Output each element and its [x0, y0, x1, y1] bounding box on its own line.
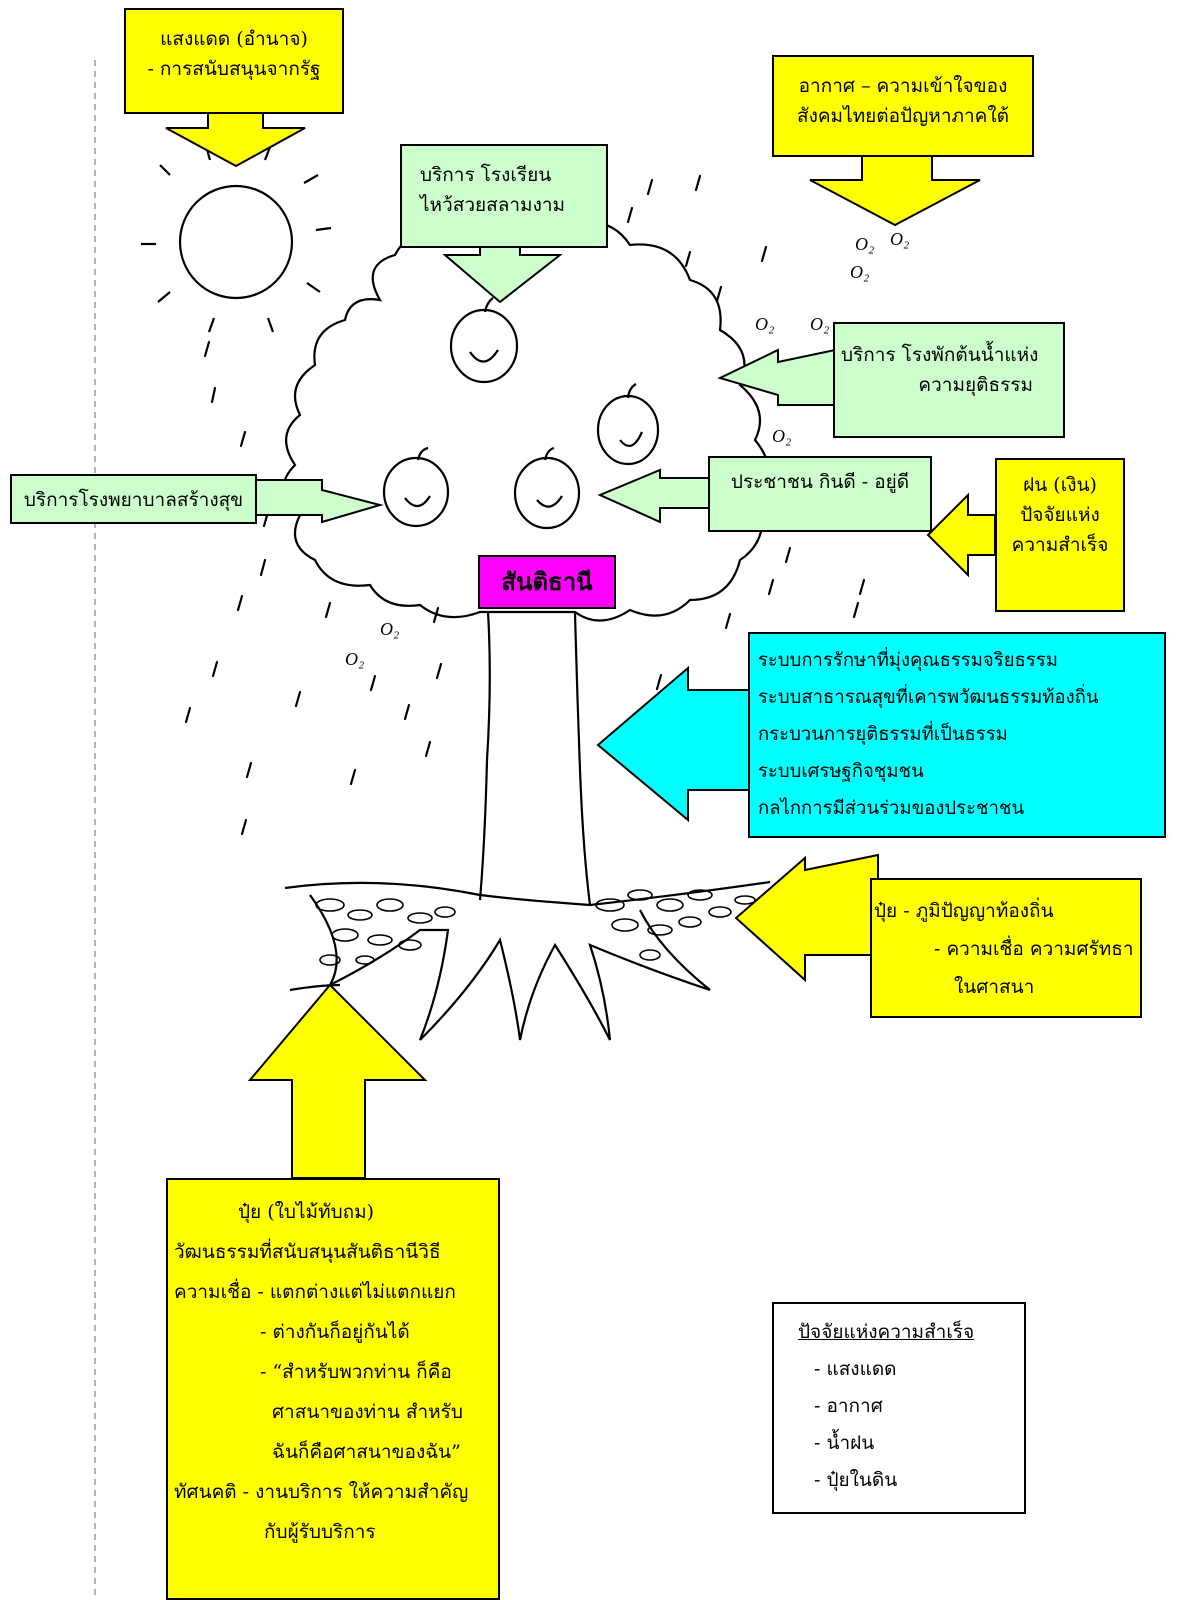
callout-line: ฝน (เงิน) — [1023, 474, 1097, 496]
success-factors-box: ปัจจัยแห่งความสำเร็จ - แสงแดด - อากาศ - … — [772, 1302, 1026, 1514]
callout-line: ไหว้สวยสลามงาม — [420, 194, 566, 216]
systems-callout: ระบบการรักษาที่มุ่งคุณธรรมจริยธรรม ระบบส… — [748, 632, 1166, 838]
fertilizer-right-callout: ปุ๋ย - ภูมิปัญญาท้องถิ่น - ความเชื่อ ควา… — [870, 878, 1142, 1018]
callout-line: - ความเชื่อ ความศรัทธา — [934, 938, 1134, 960]
callout-line: ฉันก็คือศาสนาของฉัน” — [272, 1441, 461, 1463]
arrow-fertilizer-right — [734, 853, 879, 983]
rest-house-callout: บริการ โรงพักต้นน้ำแห่ง ความยุติธรรม — [833, 322, 1065, 438]
success-item: - น้ำฝน — [814, 1432, 875, 1454]
arrow-rest-house — [717, 348, 836, 406]
callout-line: - “สำหรับพวกท่าน ก็คือ — [260, 1361, 452, 1383]
oxygen-symbols: O₂ O₂ O₂ O₂ O₂ O₂ O₂ O₂ — [345, 229, 909, 669]
oxygen-symbol: O₂ — [380, 619, 399, 639]
arrow-sunlight — [165, 111, 306, 168]
oxygen-symbol: O₂ — [850, 262, 869, 282]
success-item: - อากาศ — [814, 1395, 883, 1417]
hospital-callout: บริการโรงพยาบาลสร้างสุข — [10, 474, 257, 524]
callout-line: บริการ โรงเรียน — [420, 164, 552, 186]
oxygen-symbol: O₂ — [772, 426, 791, 446]
callout-line: ระบบเศรษฐกิจชุมชน — [758, 761, 924, 782]
callout-line: ศาสนาของท่าน สำหรับ — [272, 1401, 463, 1423]
callout-line: บริการ โรงพักต้นน้ำแห่ง — [841, 344, 1039, 366]
tree-roots — [284, 880, 771, 1041]
fertilizer-bottom-callout: ปุ๋ย (ใบไม้ทับถม) วัฒนธรรมที่สนับสนุนสัน… — [166, 1178, 500, 1600]
callout-line: ระบบสาธารณสุขที่เคารพวัฒนธรรมท้องถิ่น — [758, 687, 1099, 708]
title-text: สันติธานี — [501, 567, 593, 596]
callout-line: ความยุติธรรม — [918, 374, 1033, 396]
callout-line: อากาศ – ความเข้าใจของ — [798, 75, 1008, 97]
callout-line: ปุ๋ย (ใบไม้ทับถม) — [238, 1201, 375, 1223]
arrow-school — [442, 244, 563, 304]
callout-line: ความสำเร็จ — [1011, 534, 1109, 556]
callout-line: แสงแดด (อำนาจ) — [160, 28, 308, 50]
sunlight-callout: แสงแดด (อำนาจ) - การสนับสนุนจากรัฐ — [124, 8, 344, 114]
callout-line: ระบบการรักษาที่มุ่งคุณธรรมจริยธรรม — [758, 650, 1058, 671]
school-callout: บริการ โรงเรียน ไหว้สวยสลามงาม — [400, 144, 608, 248]
callout-line: ทัศนคติ - งานบริการ ให้ความสำคัญ — [174, 1481, 469, 1503]
callout-line: ในศาสนา — [954, 976, 1035, 998]
success-heading: ปัจจัยแห่งความสำเร็จ — [798, 1321, 975, 1343]
oxygen-symbol: O₂ — [810, 314, 829, 334]
callout-line: บริการโรงพยาบาลสร้างสุข — [23, 489, 244, 511]
callout-line: กับผู้รับบริการ — [264, 1521, 376, 1543]
rain-callout: ฝน (เงิน) ปัจจัยแห่ง ความสำเร็จ — [995, 458, 1125, 612]
arrow-people — [597, 468, 711, 524]
callout-line: กระบวนการยุติธรรมที่เป็นธรรม — [758, 724, 1008, 745]
apples — [382, 297, 660, 530]
callout-line: ปัจจัยแห่ง — [1020, 504, 1100, 526]
oxygen-symbol: O₂ — [345, 649, 364, 669]
tree-trunk — [478, 611, 592, 906]
arrows — [165, 111, 996, 1179]
arrow-air — [809, 154, 981, 227]
callout-line: ความเชื่อ - แตกต่างแต่ไม่แตกแยก — [174, 1281, 456, 1303]
air-callout: อากาศ – ความเข้าใจของ สังคมไทยต่อปัญหาภา… — [772, 55, 1034, 157]
soil-pebbles — [315, 889, 756, 966]
arrow-rain — [926, 492, 996, 578]
arrow-hospital — [254, 479, 384, 524]
title-label: สันติธานี — [478, 555, 616, 609]
callout-line: - การสนับสนุนจากรัฐ — [147, 58, 321, 80]
rain-drops — [184, 174, 866, 836]
success-item: - แสงแดด — [814, 1358, 897, 1380]
success-item: - ปุ๋ยในดิน — [814, 1469, 898, 1491]
people-callout: ประชาชน กินดี - อยู่ดี — [708, 456, 932, 532]
oxygen-symbol: O₂ — [890, 229, 909, 249]
oxygen-symbol: O₂ — [855, 234, 874, 254]
callout-line: ประชาชน กินดี - อยู่ดี — [730, 471, 910, 493]
callout-line: กลไกการมีส่วนร่วมของประชาชน — [758, 798, 1025, 819]
oxygen-symbol: O₂ — [755, 314, 774, 334]
callout-line: วัฒนธรรมที่สนับสนุนสันติธานีวิธี — [174, 1241, 441, 1263]
callout-line: - ต่างกันก็อยู่กันได้ — [260, 1321, 410, 1343]
callout-line: ปุ๋ย - ภูมิปัญญาท้องถิ่น — [874, 900, 1054, 922]
callout-line: สังคมไทยต่อปัญหาภาคใต้ — [796, 105, 1010, 127]
arrow-systems — [596, 665, 751, 823]
arrow-fertilizer-bottom — [247, 983, 428, 1179]
sun-drawing — [141, 145, 332, 333]
